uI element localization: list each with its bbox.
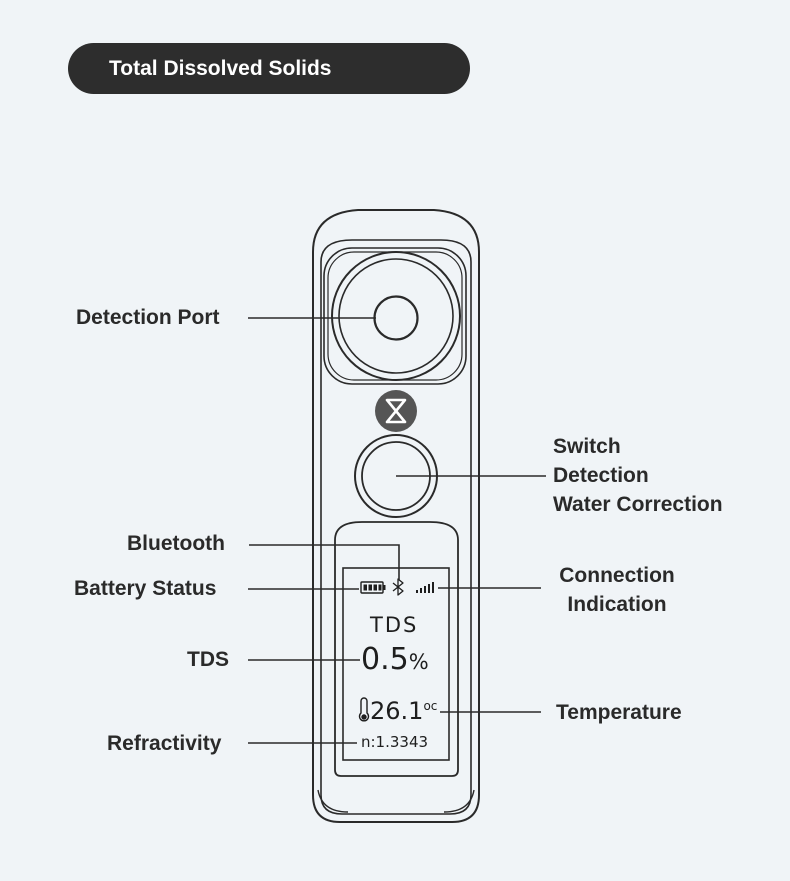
label-connection-line-2: Indication	[567, 593, 667, 616]
device-bottom-curve	[317, 789, 349, 813]
label-refractivity: Refractivity	[107, 732, 222, 755]
label-battery-status: Battery Status	[74, 577, 217, 600]
signal-strength-icon	[416, 582, 434, 593]
device-inner-outline	[320, 239, 472, 815]
screen-temperature-unit: oc	[423, 699, 438, 713]
label-temperature: Temperature	[556, 701, 682, 724]
screen-value: 0.5	[361, 642, 409, 677]
label-connection-line-1: Connection	[559, 564, 675, 587]
screen-housing	[334, 521, 459, 777]
detection-port-ring-outer	[331, 251, 461, 381]
detection-port-ring-inner	[338, 258, 454, 374]
label-switch-line-1: Switch	[553, 435, 621, 458]
label-connection-indication: Connection Indication	[551, 561, 683, 619]
label-tds: TDS	[187, 648, 229, 671]
device-body-outline	[312, 209, 480, 823]
page-title: Total Dissolved Solids	[68, 43, 470, 94]
label-switch-line-2: Detection	[553, 464, 649, 487]
label-switch: Switch Detection Water Correction	[553, 432, 723, 519]
screen-refractive-index: n:1.3343	[361, 733, 429, 751]
screen-temperature-row: 26.1oc	[370, 697, 437, 725]
screen-display	[342, 567, 450, 761]
detection-port-housing	[323, 247, 467, 385]
brand-logo-icon	[375, 390, 417, 432]
bluetooth-icon	[392, 578, 404, 596]
screen-reading: 0.5%	[361, 642, 429, 677]
label-bluetooth: Bluetooth	[127, 532, 225, 555]
screen-mode: TDS	[370, 613, 419, 637]
label-switch-line-3: Water Correction	[553, 493, 723, 516]
thermometer-icon	[358, 697, 370, 722]
leader-bluetooth	[249, 544, 400, 580]
label-detection-port: Detection Port	[76, 306, 220, 329]
screen-temperature: 26.1	[370, 697, 424, 725]
screen-unit: %	[408, 650, 429, 674]
battery-icon	[360, 581, 386, 594]
detection-port	[373, 295, 419, 341]
